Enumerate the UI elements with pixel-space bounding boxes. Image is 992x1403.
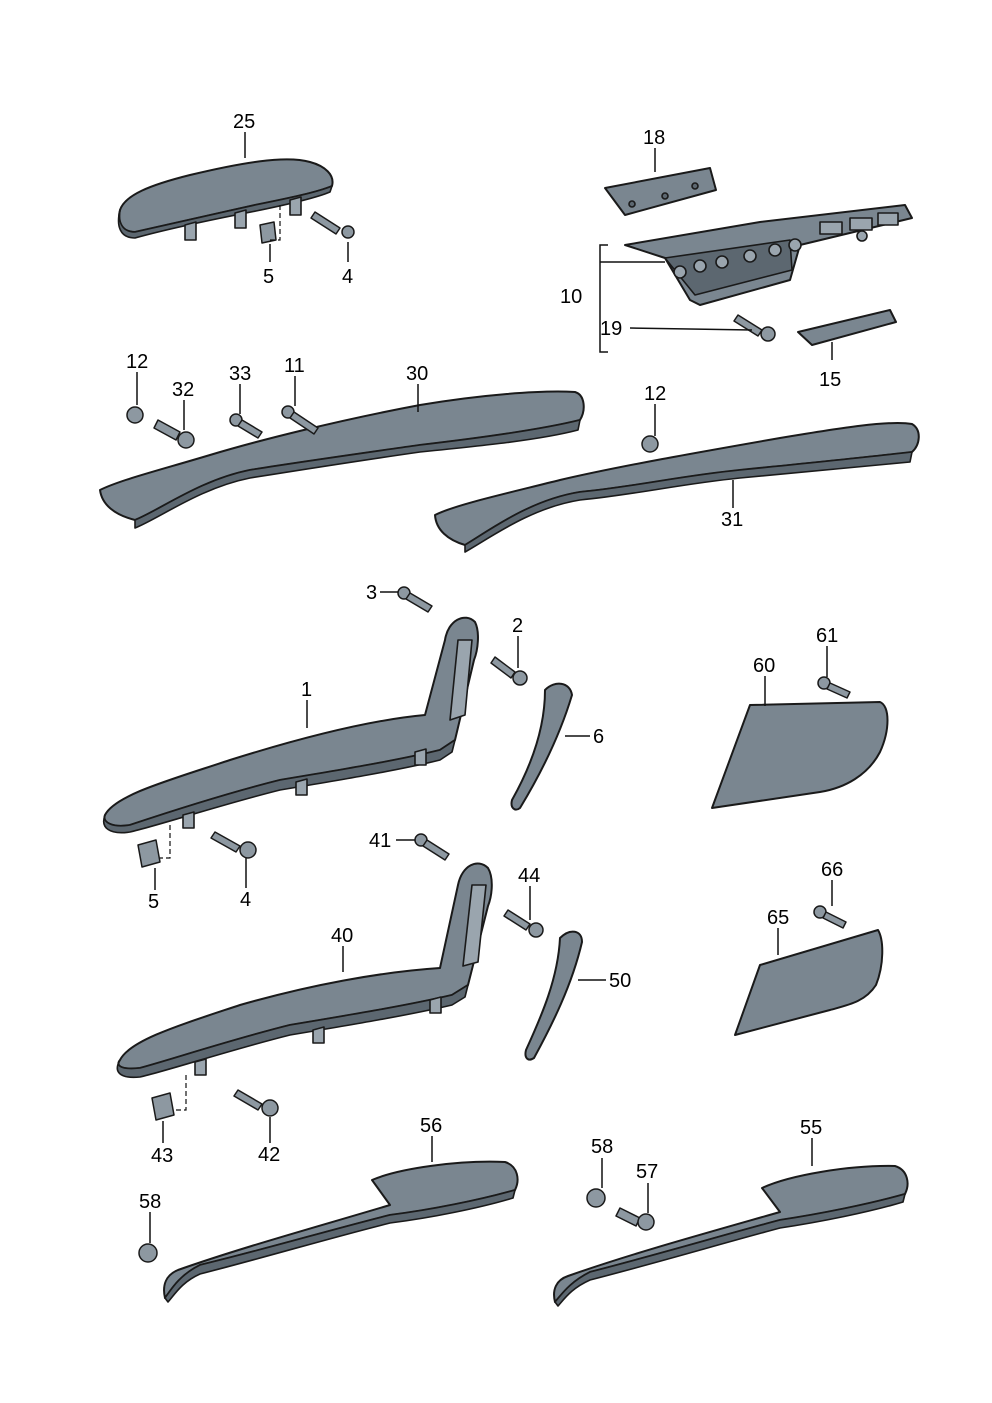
callout-4: 4 bbox=[240, 889, 251, 911]
part-4-screw-top bbox=[310, 211, 355, 239]
part-66-screw bbox=[813, 905, 847, 929]
part-15-cover bbox=[797, 309, 897, 346]
callout-50: 50 bbox=[609, 970, 631, 992]
callout-10: 10 bbox=[560, 286, 582, 308]
callout-2: 2 bbox=[512, 615, 523, 637]
callout-5: 5 bbox=[263, 266, 274, 288]
part-10-switch-panel bbox=[624, 204, 913, 306]
callout-40: 40 bbox=[331, 925, 353, 947]
part-11-screw bbox=[281, 405, 319, 435]
callout-60: 60 bbox=[753, 655, 775, 677]
callout-12: 12 bbox=[644, 383, 666, 405]
part-40-armrest bbox=[116, 862, 493, 1079]
callout-25: 25 bbox=[233, 111, 255, 133]
part-65-panel bbox=[734, 929, 884, 1036]
part-58-nut-left bbox=[138, 1243, 158, 1263]
callout-61: 61 bbox=[816, 625, 838, 647]
part-60-panel bbox=[711, 701, 889, 809]
callout-57: 57 bbox=[636, 1161, 658, 1183]
callout-56: 56 bbox=[420, 1115, 442, 1137]
callout-32: 32 bbox=[172, 379, 194, 401]
callout-1: 1 bbox=[301, 679, 312, 701]
part-18-trim-strip bbox=[604, 167, 717, 216]
part-50-strip bbox=[524, 930, 583, 1061]
part-19-screw-panel bbox=[733, 314, 776, 342]
part-2-screw bbox=[490, 656, 528, 686]
callout-42: 42 bbox=[258, 1144, 280, 1166]
callout-19: 19 bbox=[600, 318, 622, 340]
part-1-armrest bbox=[103, 616, 479, 834]
part-61-screw bbox=[817, 676, 851, 699]
part-44-screw bbox=[503, 909, 544, 938]
part-5-clip-mid bbox=[137, 839, 161, 868]
part-25-armrest bbox=[117, 158, 334, 241]
leader-lines bbox=[136, 132, 833, 1243]
part-58-nut-right bbox=[586, 1188, 606, 1208]
part-55-sill bbox=[553, 1164, 909, 1307]
part-12-nut-right bbox=[641, 435, 659, 453]
callout-58: 58 bbox=[139, 1191, 161, 1213]
callout-6: 6 bbox=[593, 726, 604, 748]
part-12-nut-left bbox=[126, 406, 144, 424]
part-43-clip bbox=[151, 1092, 175, 1121]
callout-55: 55 bbox=[800, 1117, 822, 1139]
part-33-screw bbox=[229, 413, 263, 439]
callout-5: 5 bbox=[148, 891, 159, 913]
callout-66: 66 bbox=[821, 859, 843, 881]
part-4-screw-mid bbox=[210, 831, 257, 859]
callout-18: 18 bbox=[643, 127, 665, 149]
callout-12: 12 bbox=[126, 351, 148, 373]
part-3-screw bbox=[397, 586, 433, 613]
part-57-bolt bbox=[615, 1207, 655, 1231]
callout-30: 30 bbox=[406, 363, 428, 385]
part-56-sill bbox=[163, 1160, 519, 1303]
part-6-strip bbox=[510, 682, 573, 811]
part-41-screw bbox=[414, 833, 450, 861]
callout-33: 33 bbox=[229, 363, 251, 385]
part-5-clip-top bbox=[259, 221, 277, 244]
part-31-rail-right bbox=[434, 421, 920, 553]
callout-58: 58 bbox=[591, 1136, 613, 1158]
callout-41: 41 bbox=[369, 830, 391, 852]
part-42-screw bbox=[233, 1089, 279, 1117]
callout-31: 31 bbox=[721, 509, 743, 531]
callout-44: 44 bbox=[518, 865, 540, 887]
callout-15: 15 bbox=[819, 369, 841, 391]
callout-11: 11 bbox=[284, 355, 305, 377]
callout-43: 43 bbox=[151, 1145, 173, 1167]
part-32-bolt bbox=[153, 419, 195, 449]
part-30-rail-left bbox=[99, 390, 585, 529]
callout-65: 65 bbox=[767, 907, 789, 929]
callout-4: 4 bbox=[342, 266, 353, 288]
callout-3: 3 bbox=[366, 582, 377, 604]
